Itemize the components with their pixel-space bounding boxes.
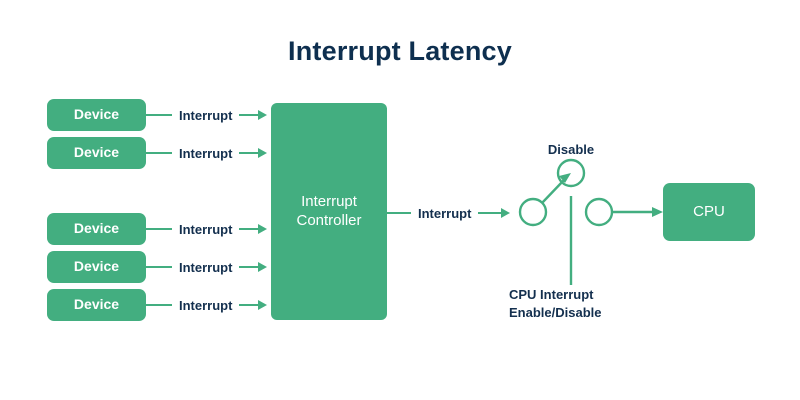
device-box-4[interactable]: Device: [47, 251, 146, 283]
device-label: Device: [73, 258, 120, 275]
connector-device-2: Interrupt: [146, 143, 268, 163]
connector-label: Interrupt: [179, 259, 233, 275]
cpu-box[interactable]: CPU: [663, 183, 755, 241]
connector-device-3: Interrupt: [146, 219, 268, 239]
device-label: Device: [73, 220, 120, 237]
switch-pole-circle-icon: [518, 197, 548, 227]
cpu-interrupt-enable-disable-label: CPU Interrupt Enable/Disable: [509, 286, 601, 321]
connector-device-4: Interrupt: [146, 257, 268, 277]
controller-label-line2: Controller: [296, 211, 362, 229]
connector-device-5: Interrupt: [146, 295, 268, 315]
connector-label: Interrupt: [418, 205, 472, 221]
connector-line: [239, 304, 260, 306]
connector-label: Interrupt: [179, 107, 233, 123]
connector-line: [146, 228, 172, 230]
disable-contact-circle-icon: [556, 158, 586, 188]
control-label-line1: CPU Interrupt: [509, 287, 594, 302]
switch-throw-arm: [541, 179, 565, 204]
page-title: Interrupt Latency: [288, 36, 512, 66]
arrow-head-icon: [258, 224, 268, 234]
connector-line: [146, 304, 172, 306]
arrow-head-icon: [258, 300, 268, 310]
connector-label: Interrupt: [179, 221, 233, 237]
connector-line: [239, 114, 260, 116]
connector-device-1: Interrupt: [146, 105, 268, 125]
connector-line: [146, 152, 172, 154]
device-box-5[interactable]: Device: [47, 289, 146, 321]
cpu-interrupt-switch[interactable]: [480, 130, 680, 300]
arrow-head-icon: [559, 173, 571, 183]
disable-label: Disable: [547, 142, 595, 157]
connector-label: Interrupt: [179, 297, 233, 313]
connector-line: [146, 114, 172, 116]
arrow-head-icon: [258, 148, 268, 158]
device-label: Device: [73, 296, 120, 313]
device-box-3[interactable]: Device: [47, 213, 146, 245]
device-box-1[interactable]: Device: [47, 99, 146, 131]
connector-line: [478, 212, 503, 214]
connector-line: [239, 266, 260, 268]
device-label: Device: [73, 144, 120, 161]
arrow-head-icon: [501, 208, 511, 218]
connector-line: [239, 152, 260, 154]
controller-label-line1: Interrupt: [301, 192, 357, 210]
interrupt-controller-box[interactable]: Interrupt Controller: [271, 103, 387, 320]
enable-contact-circle-icon: [584, 197, 614, 227]
control-label-line2: Enable/Disable: [509, 304, 602, 320]
arrow-head-icon: [652, 207, 663, 217]
connector-controller-output: Interrupt: [387, 203, 511, 223]
connector-line: [387, 212, 411, 214]
device-label: Device: [73, 106, 120, 123]
connector-label: Interrupt: [179, 145, 233, 161]
cpu-label: CPU: [693, 202, 725, 220]
connector-line: [239, 228, 260, 230]
device-box-2[interactable]: Device: [47, 137, 146, 169]
connector-line: [146, 266, 172, 268]
arrow-head-icon: [258, 262, 268, 272]
arrow-head-icon: [258, 110, 268, 120]
